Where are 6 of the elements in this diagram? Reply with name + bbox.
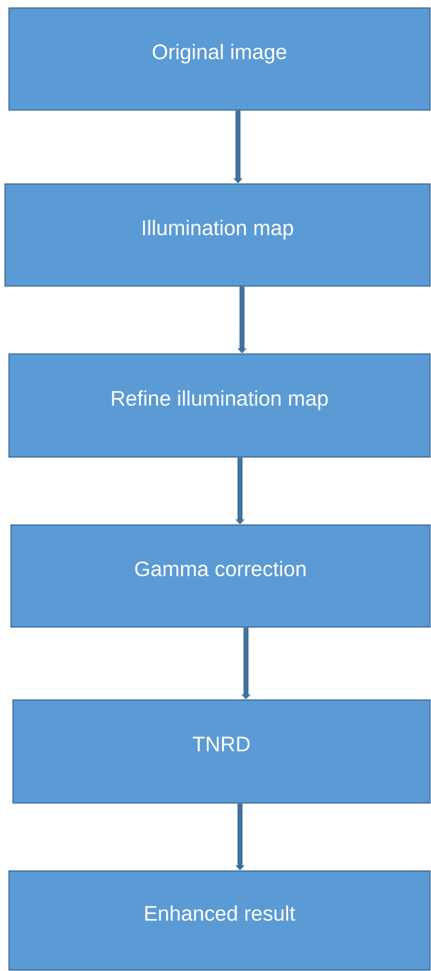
process-box: Refine illumination map bbox=[8, 353, 431, 458]
process-box: Illumination map bbox=[4, 183, 431, 287]
process-box: Original image bbox=[8, 7, 431, 111]
process-box: Enhanced result bbox=[8, 870, 431, 971]
process-box: Gamma correction bbox=[10, 524, 431, 628]
process-box: TNRD bbox=[12, 699, 431, 804]
